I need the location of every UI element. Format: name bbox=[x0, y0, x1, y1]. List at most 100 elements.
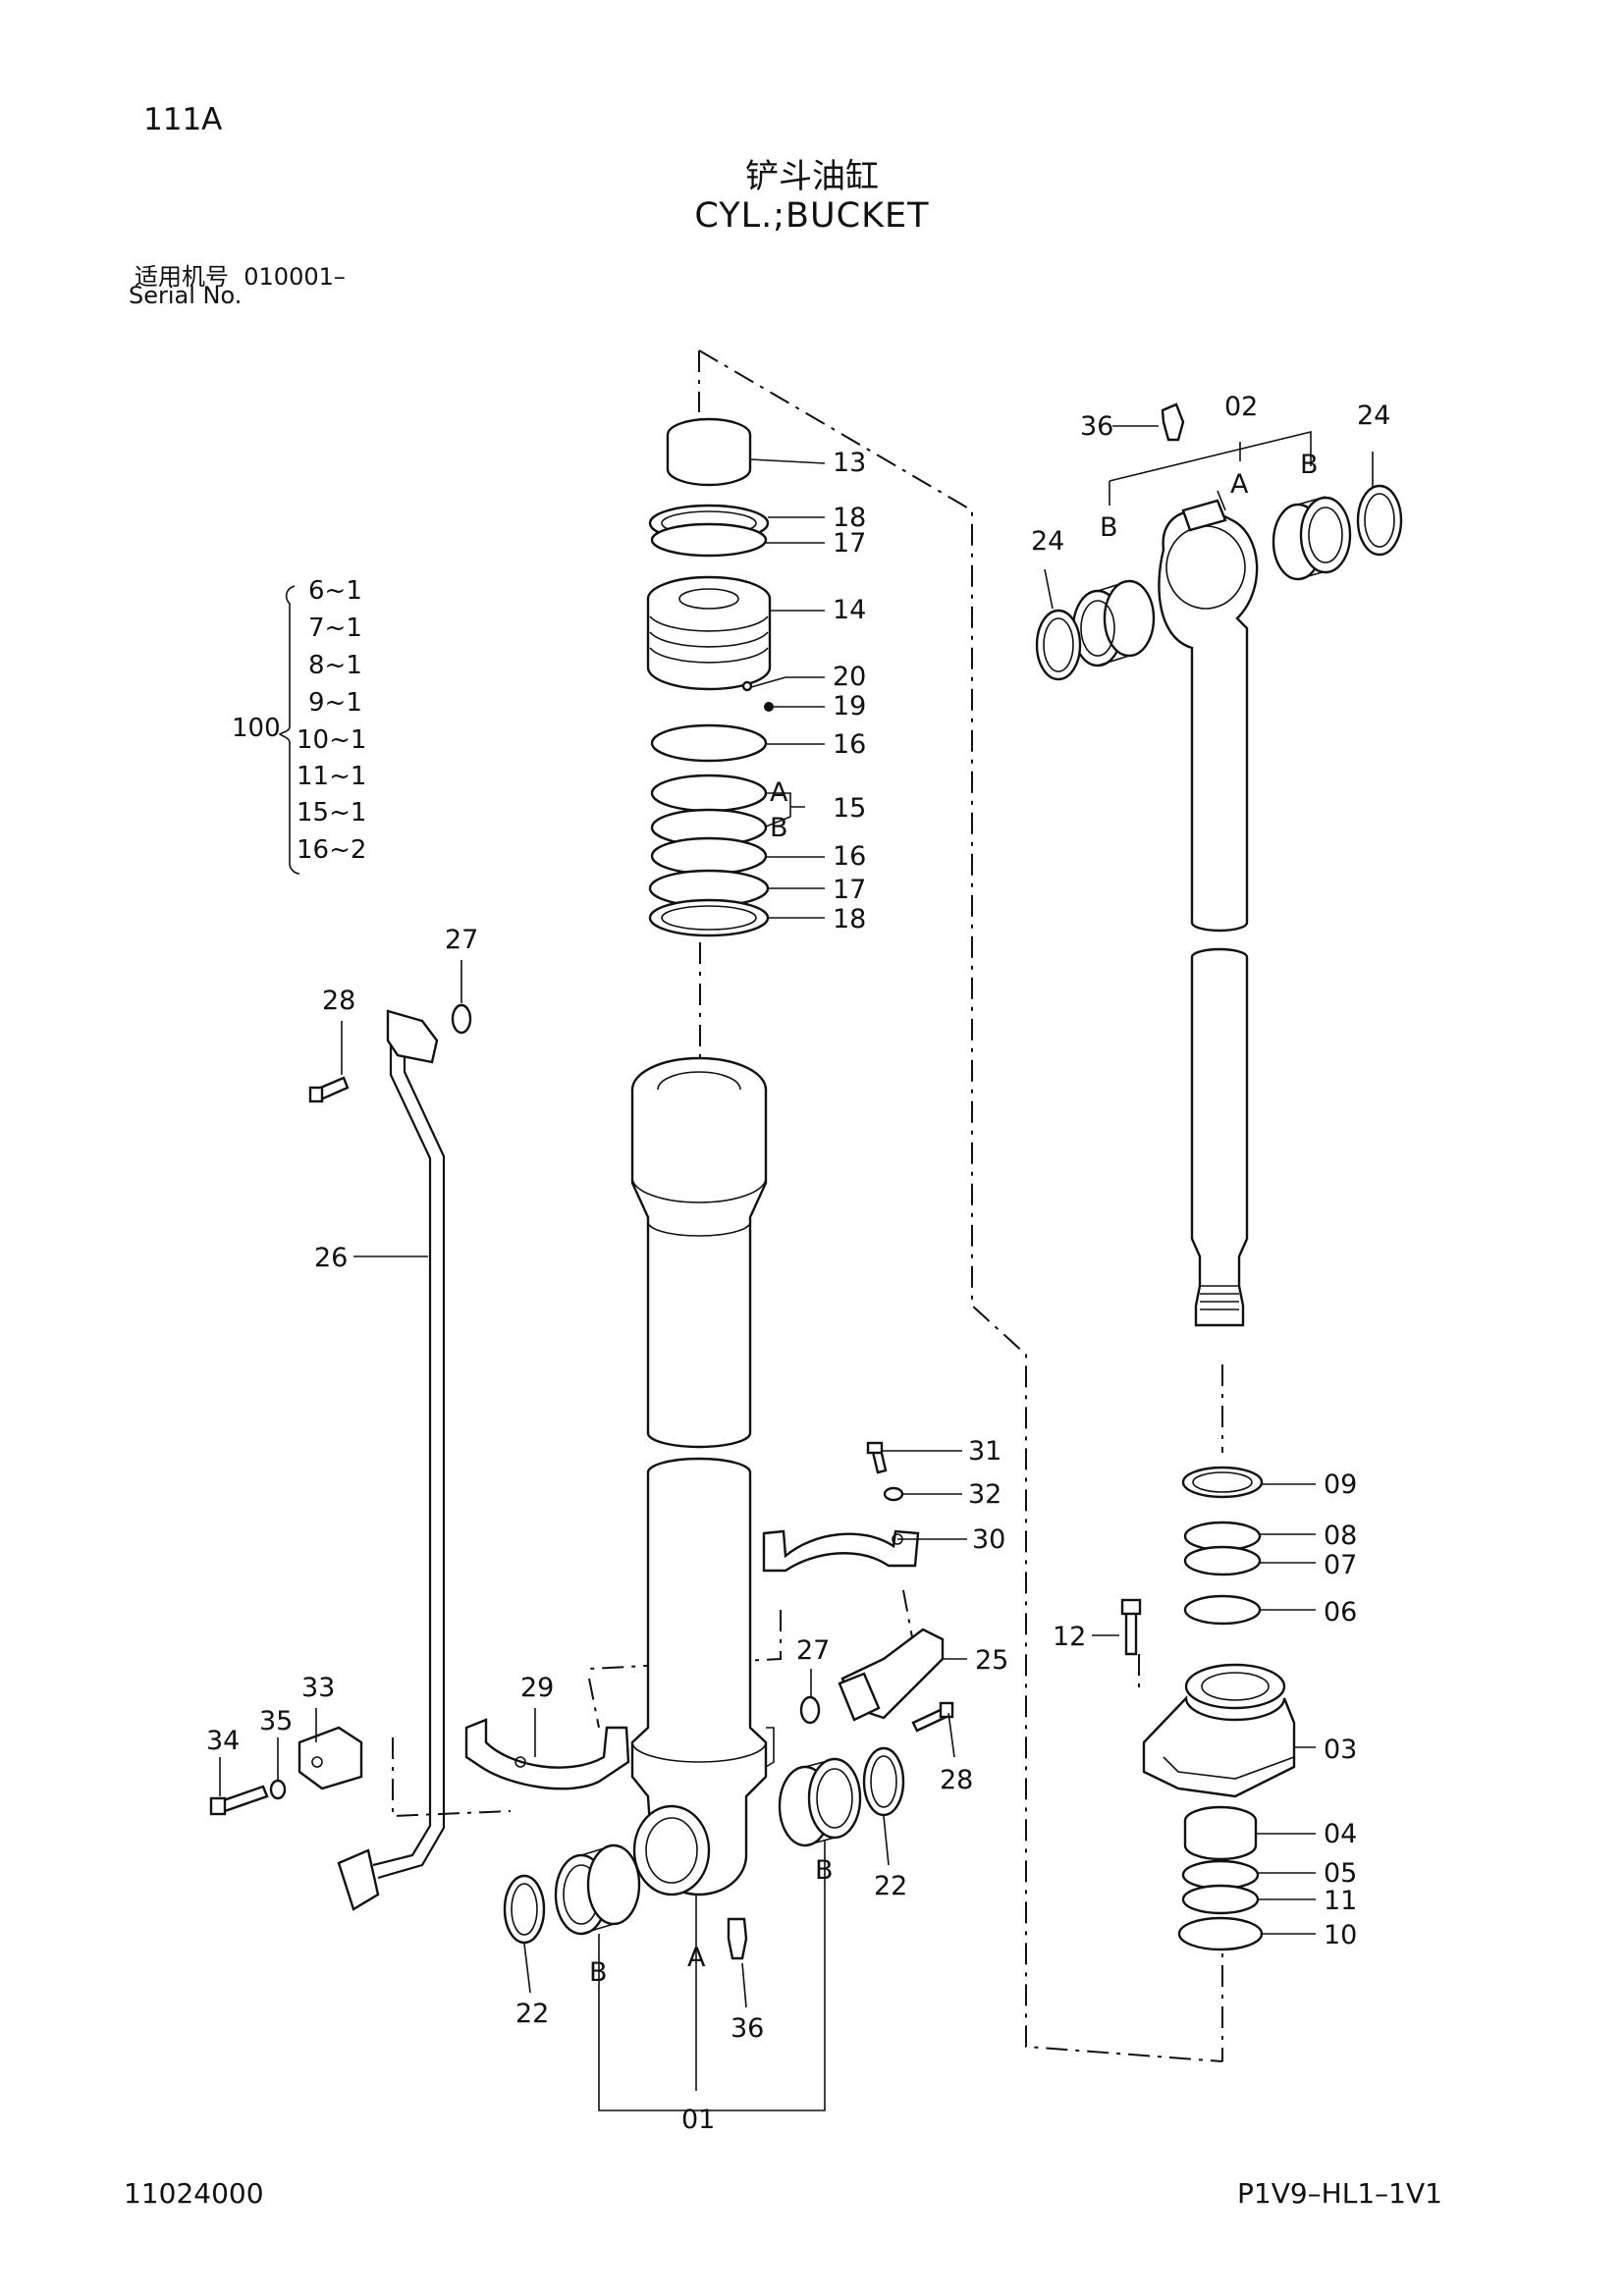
callout-01: 01 bbox=[681, 2105, 715, 2135]
part-03-gland bbox=[1142, 1663, 1296, 1798]
callout-25: 25 bbox=[975, 1645, 1008, 1676]
callout-31: 31 bbox=[968, 1436, 1001, 1467]
callout-04: 04 bbox=[1324, 1819, 1357, 1849]
callout-36-lower: 36 bbox=[731, 2013, 764, 2044]
part-01-bushing-left bbox=[554, 1843, 641, 1936]
part-12-bolt bbox=[1120, 1598, 1142, 1656]
callout-02-B-right: B bbox=[1300, 450, 1319, 480]
serial-label-english: Serial No. bbox=[129, 282, 243, 309]
callout-28-lower: 28 bbox=[940, 1765, 973, 1795]
callout-19: 19 bbox=[833, 691, 866, 721]
part-01-bushing-right bbox=[778, 1757, 862, 1847]
part-09-ring bbox=[1181, 1466, 1264, 1499]
callout-11: 11 bbox=[1324, 1886, 1357, 1916]
callout-08: 08 bbox=[1324, 1521, 1357, 1551]
title-english: CYL.;BUCKET bbox=[694, 196, 930, 236]
part-16-oring-lower bbox=[650, 836, 768, 876]
part-14-piston bbox=[646, 575, 772, 691]
page-id: 111A bbox=[143, 102, 223, 137]
part-15-seal bbox=[650, 774, 768, 847]
callout-18-top: 18 bbox=[833, 503, 866, 533]
callout-20: 20 bbox=[833, 662, 866, 692]
callout-12: 12 bbox=[1053, 1622, 1086, 1652]
part-04-bushing bbox=[1183, 1805, 1258, 1861]
assembly-item-3: 8~1 bbox=[308, 651, 362, 680]
callout-labels: 13 18 17 14 20 19 16 A B 15 16 17 18 27 … bbox=[206, 392, 1390, 2135]
part-24-seal-right bbox=[1356, 484, 1403, 557]
assembly-item-2: 7~1 bbox=[308, 614, 362, 643]
assembly-item-8: 16~2 bbox=[297, 835, 366, 865]
serial-label-cn: 适用机号 bbox=[135, 263, 229, 291]
assembly-item-6: 11~1 bbox=[297, 762, 366, 791]
callout-17-lower: 17 bbox=[833, 875, 866, 905]
leader-lines bbox=[219, 425, 1374, 2111]
part-20-ball bbox=[741, 680, 753, 692]
part-28-bolt-lower bbox=[911, 1701, 954, 1733]
assembly-item-1: 6~1 bbox=[308, 576, 362, 606]
part-18-ring-lower bbox=[648, 898, 770, 937]
part-16-oring-top bbox=[650, 723, 768, 763]
part-07-ring bbox=[1183, 1545, 1262, 1576]
title-chinese: 铲斗油缸 bbox=[745, 157, 879, 196]
part-19-screw bbox=[764, 702, 774, 712]
callout-22-left: 22 bbox=[515, 1999, 549, 2029]
part-02-bushing-right bbox=[1272, 496, 1352, 581]
part-22-seal-right bbox=[862, 1746, 905, 1817]
callout-35: 35 bbox=[259, 1706, 293, 1736]
drawing-code-right: P1V9–HL1–1V1 bbox=[1237, 2177, 1442, 2210]
callout-09: 09 bbox=[1324, 1469, 1357, 1500]
callout-02-B-left: B bbox=[1100, 512, 1118, 543]
callout-01-A: A bbox=[687, 1943, 706, 1973]
part-35-washer bbox=[269, 1779, 287, 1800]
callout-15: 15 bbox=[833, 793, 866, 824]
part-02-bushing-left bbox=[1071, 579, 1156, 667]
callout-03: 03 bbox=[1324, 1735, 1357, 1765]
callout-10: 10 bbox=[1324, 1920, 1357, 1950]
part-01-cylinder-tube bbox=[630, 1056, 775, 1896]
part-17-ring-top bbox=[650, 522, 768, 558]
callout-14: 14 bbox=[833, 595, 866, 625]
part-10-seal bbox=[1177, 1916, 1264, 1951]
callout-33: 33 bbox=[301, 1673, 335, 1703]
part-02-rod bbox=[1158, 499, 1259, 1327]
part-13-bushing bbox=[666, 417, 752, 487]
assembly-item-5: 10~1 bbox=[297, 725, 366, 755]
part-36-grease-fitting-upper bbox=[1161, 402, 1185, 442]
part-28-bolt-upper bbox=[308, 1076, 350, 1103]
part-30-clamp bbox=[762, 1529, 920, 1573]
part-29-clamp bbox=[464, 1718, 630, 1790]
part-25-flange bbox=[838, 1628, 945, 1722]
part-11-ring bbox=[1181, 1884, 1260, 1915]
drawing-code-left: 11024000 bbox=[124, 2177, 264, 2210]
assembly-item-4: 9~1 bbox=[308, 688, 362, 718]
callout-07: 07 bbox=[1324, 1550, 1357, 1580]
part-27-oring-upper bbox=[451, 1003, 472, 1035]
callout-22-right: 22 bbox=[874, 1871, 907, 1901]
part-34-bolt bbox=[209, 1785, 269, 1816]
callout-01-B-left: B bbox=[589, 1957, 608, 1988]
callout-16-top: 16 bbox=[833, 729, 866, 760]
part-06-ring bbox=[1183, 1594, 1262, 1626]
callout-34: 34 bbox=[206, 1726, 240, 1756]
callout-27-lower: 27 bbox=[796, 1635, 830, 1666]
part-26-pipe bbox=[337, 1009, 446, 1911]
callout-28-upper: 28 bbox=[322, 986, 355, 1016]
callout-30: 30 bbox=[972, 1524, 1005, 1555]
part-32-washer bbox=[883, 1486, 904, 1502]
callout-29: 29 bbox=[520, 1673, 554, 1703]
part-27-oring-lower bbox=[799, 1695, 821, 1725]
callout-05: 05 bbox=[1324, 1858, 1357, 1889]
part-33-block bbox=[298, 1726, 363, 1790]
callout-06: 06 bbox=[1324, 1597, 1357, 1628]
callout-13: 13 bbox=[833, 448, 866, 478]
callout-02-A: A bbox=[1230, 469, 1249, 500]
callout-15-B: B bbox=[770, 813, 788, 843]
assembly-100-label: 100 bbox=[232, 714, 281, 743]
callout-32: 32 bbox=[968, 1479, 1001, 1510]
callout-26: 26 bbox=[314, 1243, 348, 1273]
callout-17-top: 17 bbox=[833, 528, 866, 559]
serial-line-chinese: 适用机号 010001– bbox=[135, 257, 346, 292]
callout-18-lower: 18 bbox=[833, 904, 866, 934]
part-36-grease-fitting-lower bbox=[727, 1917, 748, 1960]
callout-27-upper: 27 bbox=[445, 925, 478, 955]
